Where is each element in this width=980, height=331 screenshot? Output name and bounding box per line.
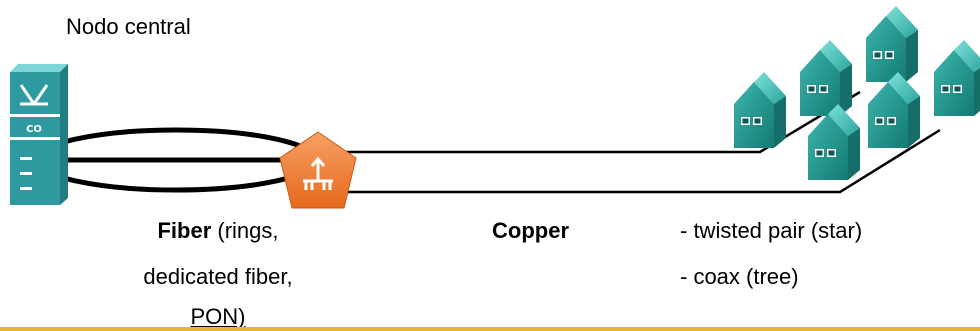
house-icon: [866, 6, 918, 82]
central-node-title: Nodo central: [66, 14, 191, 39]
house-icon: [868, 72, 920, 148]
house-icon: [934, 40, 980, 116]
house-icon: [800, 40, 852, 116]
copper-option-twisted-pair: - twisted pair (star): [680, 218, 863, 243]
central-office-switch-icon: CO: [10, 64, 68, 205]
remote-node-icon: [279, 131, 357, 209]
house-icon: [734, 72, 786, 148]
fiber-label: Fiber: [157, 218, 212, 243]
copper-label: Copper: [492, 218, 569, 243]
fiber-detail-3: PON): [190, 304, 246, 329]
fiber-label-line1: Fiber (rings,: [88, 218, 348, 244]
footer-accent-line: [0, 327, 980, 331]
fiber-ring: [33, 127, 319, 193]
copper-option-coax: - coax (tree): [680, 264, 799, 289]
fiber-detail-1: (rings,: [211, 218, 279, 243]
central-office-label: CO: [26, 124, 42, 135]
fiber-detail-3-wrap: PON): [88, 304, 348, 330]
fiber-detail-2: dedicated fiber,: [143, 264, 293, 289]
